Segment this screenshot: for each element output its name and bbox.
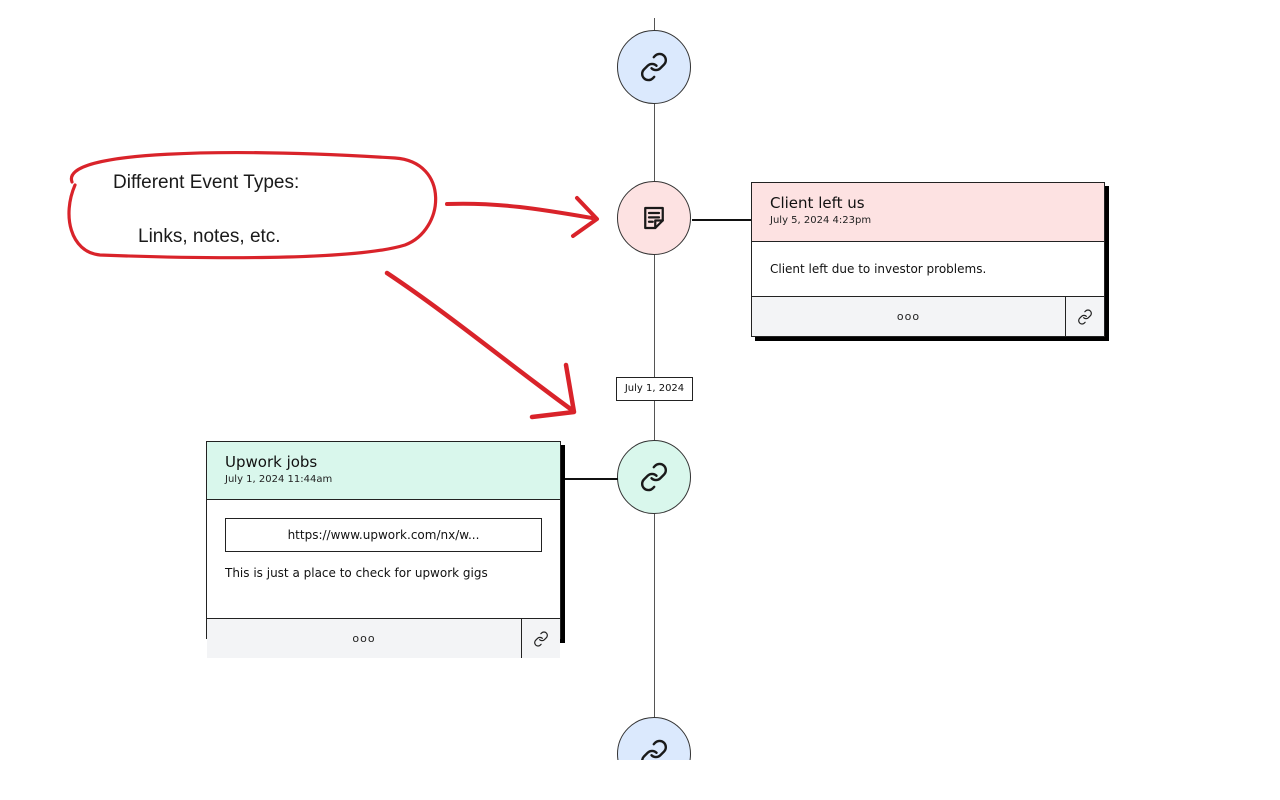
link-icon xyxy=(641,52,667,82)
link-icon xyxy=(641,462,667,492)
url-link[interactable]: https://www.upwork.com/nx/w... xyxy=(225,518,542,552)
card-timestamp: July 1, 2024 11:44am xyxy=(225,474,333,485)
link-icon xyxy=(534,630,548,647)
event-card-upwork-jobs[interactable]: Upwork jobs July 1, 2024 11:44am https:/… xyxy=(206,441,561,658)
annotation-arrow-link-head xyxy=(529,362,577,420)
annotation-line-1: Different Event Types: xyxy=(113,172,300,193)
connector-client-left xyxy=(692,219,752,221)
copy-link-button[interactable] xyxy=(1066,297,1104,336)
date-marker: July 1, 2024 xyxy=(616,377,693,401)
annotation-arrow-link xyxy=(384,270,575,413)
copy-link-button[interactable] xyxy=(522,619,560,658)
timeline-node-note[interactable] xyxy=(617,181,691,255)
connector-upwork xyxy=(560,478,618,480)
card-title: Client left us xyxy=(770,194,865,212)
card-title: Upwork jobs xyxy=(225,453,318,471)
card-body: https://www.upwork.com/nx/w... This is j… xyxy=(207,518,560,618)
timeline-node-link-bottom[interactable] xyxy=(617,717,691,760)
annotation-arrow-note-head xyxy=(571,196,599,238)
timeline-node-link-top[interactable] xyxy=(617,30,691,104)
card-header: Upwork jobs July 1, 2024 11:44am xyxy=(207,442,560,500)
card-description: Client left due to investor problems. xyxy=(770,262,987,276)
note-icon xyxy=(644,206,664,230)
timeline-node-link-upwork[interactable] xyxy=(617,440,691,514)
card-timestamp: July 5, 2024 4:23pm xyxy=(770,215,872,226)
annotation-arrow-note xyxy=(445,201,594,220)
event-card-client-left[interactable]: Client left us July 5, 2024 4:23pm Clien… xyxy=(751,182,1105,337)
timeline-node-clip xyxy=(600,700,710,760)
card-footer: ooo xyxy=(752,296,1104,336)
link-icon xyxy=(641,739,667,760)
link-icon xyxy=(1078,308,1092,325)
card-description: This is just a place to check for upwork… xyxy=(225,566,488,580)
annotation-line-2: Links, notes, etc. xyxy=(138,226,281,247)
more-options-button[interactable]: ooo xyxy=(207,619,522,658)
more-options-button[interactable]: ooo xyxy=(752,297,1066,336)
card-footer: ooo xyxy=(207,618,560,658)
card-header: Client left us July 5, 2024 4:23pm xyxy=(752,183,1104,242)
card-body: Client left due to investor problems. xyxy=(752,242,1104,296)
